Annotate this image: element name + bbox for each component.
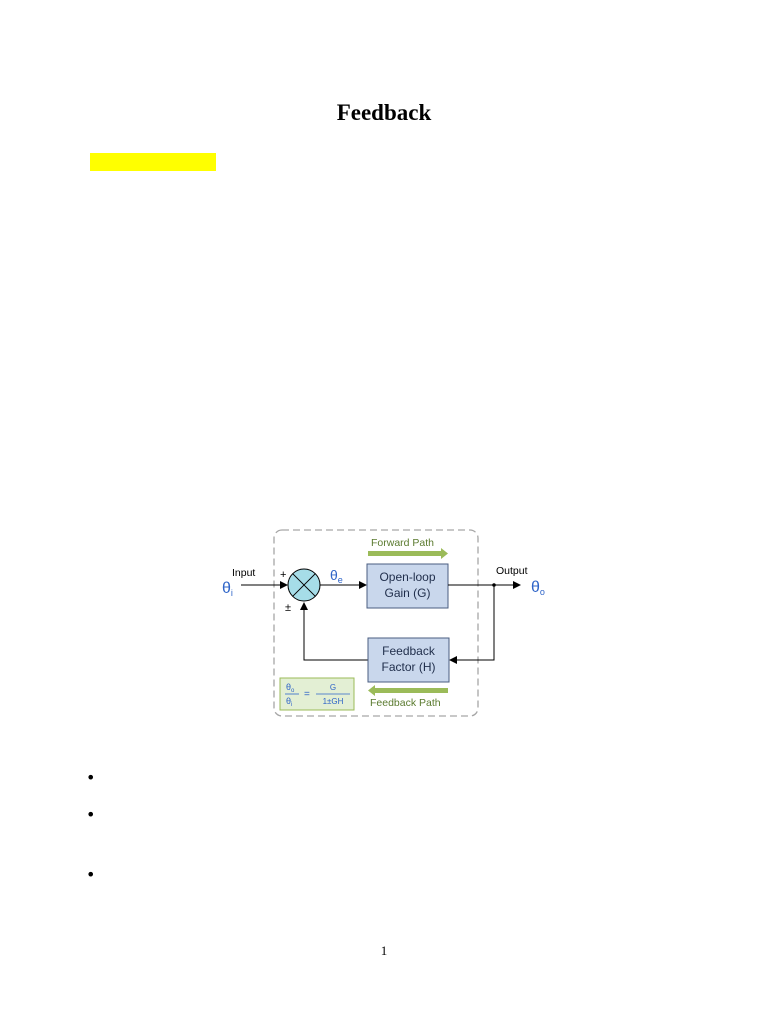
feedback-return-line — [449, 585, 495, 664]
summing-cross-a — [292, 573, 316, 597]
open-loop-line1: Open-loop — [379, 570, 435, 584]
summing-cross-b — [292, 573, 316, 597]
output-symbol: θo — [531, 579, 545, 597]
open-loop-line2: Gain (G) — [384, 586, 430, 600]
feedback-line1: Feedback — [382, 644, 436, 658]
input-symbol: θi — [222, 580, 233, 598]
feedback-path-arrow — [368, 685, 448, 696]
formula-equals: = — [304, 689, 310, 700]
feedback-line2: Factor (H) — [382, 660, 436, 674]
open-loop-gain-block — [366, 563, 449, 609]
plus-sign: + — [280, 569, 286, 581]
formula-rhs-numerator: G — [330, 683, 336, 692]
page-title: Feedback — [336, 100, 432, 125]
forward-path-arrow — [368, 548, 448, 559]
plus-minus-sign: ± — [285, 602, 291, 614]
highlight-bar — [90, 153, 216, 171]
feedback-to-junction-line — [300, 602, 368, 661]
formula-lhs-denominator: θi — [286, 696, 292, 708]
input-label: Input — [232, 567, 255, 579]
error-symbol: θe — [330, 567, 343, 585]
page-number: 1 — [380, 943, 388, 958]
takeoff-point — [492, 583, 496, 587]
bullet-item: • — [86, 805, 96, 824]
formula-lhs-numerator: θo — [286, 682, 295, 694]
feedback-path-label: Feedback Path — [370, 697, 441, 709]
feedback-factor-block — [367, 637, 450, 683]
diagram-frame — [273, 529, 479, 717]
output-label: Output — [496, 565, 528, 577]
formula-rhs-denominator: 1±GH — [323, 697, 344, 706]
bullet-item: • — [86, 768, 96, 787]
transfer-function-box — [279, 677, 355, 711]
bullet-item: • — [86, 865, 96, 884]
summing-junction — [287, 568, 321, 602]
forward-path-label: Forward Path — [371, 537, 434, 549]
